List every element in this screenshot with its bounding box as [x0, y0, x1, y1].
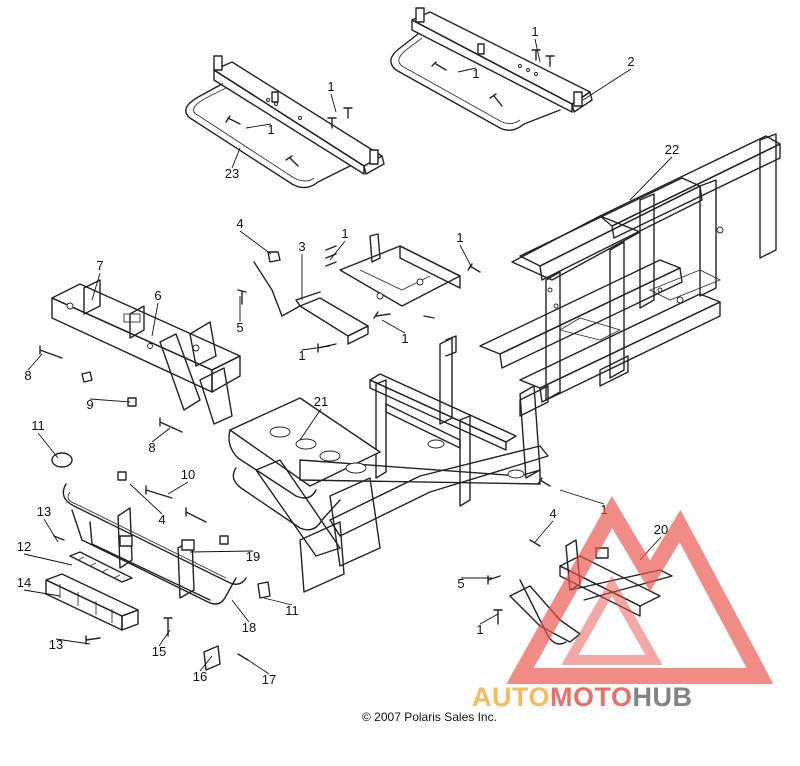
callout-1: 1: [298, 348, 305, 363]
leader-line: [23, 589, 61, 597]
callout-3: 3: [298, 239, 305, 254]
leader-line: [43, 518, 59, 543]
leader-line: [459, 244, 473, 269]
watermark-logo-text: AUTOMOTOHUB: [472, 682, 693, 712]
leader-line: [534, 38, 541, 63]
leader-line: [559, 489, 605, 505]
leader-lines: [23, 38, 673, 675]
leader-line: [199, 655, 213, 672]
callout-1: 1: [472, 66, 479, 81]
callout-21: 21: [314, 394, 328, 409]
callout-22: 22: [665, 142, 679, 157]
callout-15: 15: [152, 644, 166, 659]
callout-6: 6: [154, 288, 161, 303]
callout-17: 17: [262, 672, 276, 687]
leader-line: [301, 345, 331, 351]
main-frame-21: [228, 335, 549, 593]
callout-11: 11: [31, 418, 45, 433]
watermark-auto: AUTO: [472, 682, 550, 712]
leader-line: [151, 302, 159, 337]
bumper-18: [62, 483, 247, 605]
callout-8: 8: [148, 440, 155, 455]
leader-line: [244, 657, 270, 675]
watermark: AUTOMOTOHUB: [472, 495, 774, 712]
callout-1: 1: [531, 24, 538, 39]
callout-1: 1: [600, 502, 607, 517]
leader-line: [129, 483, 163, 515]
watermark-triangle-mark: [506, 495, 774, 684]
leader-line: [534, 520, 554, 543]
callout-4: 4: [236, 216, 243, 231]
callout-1: 1: [267, 122, 274, 137]
leader-line: [89, 398, 131, 403]
callout-13: 13: [49, 637, 63, 652]
leader-line: [91, 272, 101, 301]
callout-10: 10: [181, 467, 195, 482]
leader-line: [381, 319, 406, 334]
leader-line: [239, 230, 272, 255]
callout-14: 14: [17, 575, 31, 590]
leader-line: [23, 553, 73, 566]
callout-4: 4: [158, 512, 165, 527]
leader-line: [330, 93, 337, 113]
rear-frame-22: [479, 133, 781, 417]
leader-line: [167, 481, 189, 495]
callout-4: 4: [549, 506, 556, 521]
callout-9: 9: [86, 397, 93, 412]
callout-23: 23: [225, 166, 239, 181]
callout-1: 1: [401, 331, 408, 346]
leader-line: [158, 629, 171, 647]
callout-7: 7: [96, 258, 103, 273]
seat-support-23: [185, 55, 385, 189]
bracket-3: [253, 233, 461, 345]
callout-1: 1: [327, 79, 334, 94]
leader-line: [479, 613, 499, 625]
grill-12: [69, 551, 133, 583]
callout-8: 8: [24, 368, 31, 383]
leader-line: [263, 597, 293, 606]
callout-20: 20: [654, 522, 668, 537]
leader-line: [55, 638, 91, 645]
leader-line: [231, 599, 250, 623]
watermark-hub: HUB: [633, 682, 693, 712]
leader-line: [189, 550, 254, 553]
callout-5: 5: [236, 320, 243, 335]
callout-11: 11: [285, 603, 299, 618]
callout-19: 19: [246, 549, 260, 564]
callout-12: 12: [17, 539, 31, 554]
callout-16: 16: [193, 669, 207, 684]
leader-line: [245, 123, 272, 129]
leader-line: [582, 68, 632, 101]
leader-line: [329, 240, 346, 261]
callout-2: 2: [627, 54, 634, 69]
callout-18: 18: [242, 620, 256, 635]
callout-13: 13: [37, 504, 51, 519]
leader-line: [231, 147, 241, 169]
grill-14: [45, 573, 139, 631]
leader-line: [629, 156, 673, 201]
leader-line: [299, 408, 322, 441]
leader-line: [151, 427, 171, 443]
callout-1: 1: [456, 230, 463, 245]
watermark-moto: MOTO: [550, 682, 633, 712]
front-bracket-7: [51, 279, 241, 425]
seat-support-2: [390, 7, 593, 131]
callout-1: 1: [341, 226, 348, 241]
callout-5: 5: [457, 576, 464, 591]
copyright-notice: © 2007 Polaris Sales Inc.: [362, 710, 497, 724]
leader-line: [27, 353, 43, 371]
leader-line: [37, 432, 59, 459]
callout-1: 1: [476, 622, 483, 637]
leader-line: [457, 67, 477, 73]
